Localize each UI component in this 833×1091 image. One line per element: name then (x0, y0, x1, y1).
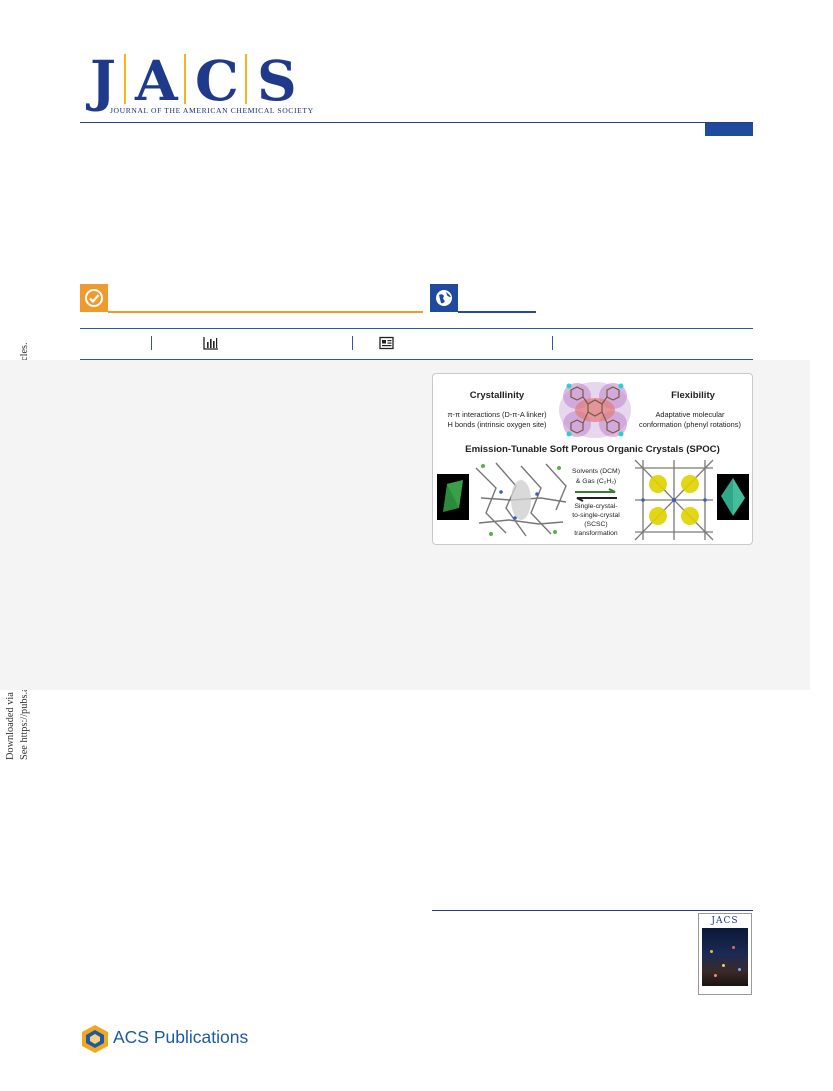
journal-full-name: JOURNAL OF THE AMERICAN CHEMICAL SOCIETY (110, 106, 314, 115)
flexibility-line1: Adaptative molecular (655, 410, 725, 419)
crystal-structure-right-image (634, 459, 714, 541)
metrics-divider (552, 336, 553, 350)
metrics-divider (151, 336, 152, 350)
article-type-tab (705, 123, 753, 136)
metrics-rule-top (80, 328, 753, 329)
toc-graphic[interactable]: Crystallinity π-π interactions (D-π-A li… (432, 373, 753, 545)
logo-divider (245, 54, 247, 104)
journal-logo[interactable]: J A C S JOURNAL OF THE AMERICAN CHEMICAL… (80, 48, 313, 120)
reversible-arrows-icon (575, 488, 617, 502)
cover-rule (432, 910, 753, 911)
cover-art-image (702, 928, 748, 986)
transformation-line4: transformation (574, 530, 618, 537)
flexibility-heading: Flexibility (671, 390, 715, 401)
open-access-badge[interactable] (80, 284, 423, 314)
crystallinity-line2: H bonds (intrinsic oxygen site) (447, 420, 547, 429)
logo-divider (124, 54, 126, 104)
check-circle-icon (80, 284, 108, 312)
logo-letter-c: C (195, 48, 239, 113)
logo-letter-j: J (90, 48, 117, 113)
green-crystal-left-image (437, 474, 469, 520)
metrics-rule-bottom (80, 359, 753, 360)
transformation-line3: (SCSC) (584, 521, 608, 528)
globe-icon (430, 284, 458, 312)
green-crystal-right-image (717, 474, 749, 520)
toc-title: Emission-Tunable Soft Porous Organic Cry… (465, 444, 720, 455)
publisher-name: ACS Publications (113, 1027, 249, 1047)
cover-footer (702, 987, 748, 992)
logo-letter-a: A (135, 48, 178, 113)
crystallinity-line1: π-π interactions (D-π-A linker) (447, 410, 547, 419)
transformation-line2: to-single-crystal (572, 512, 620, 519)
license-underline (458, 311, 536, 313)
open-access-underline (108, 311, 423, 313)
acs-publications-logo[interactable]: ACS Publications (80, 1024, 280, 1054)
molecule-structure-image (559, 382, 631, 438)
logo-divider (184, 54, 186, 104)
acs-hexagon-icon (82, 1025, 108, 1053)
stimulus-line2: & Gas (C₂H₂) (575, 478, 617, 485)
crystal-structure-left-image (475, 462, 567, 537)
journal-cover-thumbnail[interactable]: JACS (698, 913, 752, 995)
crystallinity-heading: Crystallinity (469, 390, 525, 401)
header-rule (80, 122, 753, 123)
bar-chart-icon[interactable] (203, 336, 219, 350)
newspaper-icon[interactable] (379, 336, 395, 350)
transformation-line1: Single-crystal- (574, 503, 618, 510)
logo-letter-s: S (257, 48, 297, 113)
metrics-divider (352, 336, 353, 350)
stimulus-line1: Solvents (DCM) (572, 468, 620, 475)
flexibility-line2: conformation (phenyl rotations) (639, 420, 741, 429)
cover-title: JACS (711, 916, 739, 926)
license-badge[interactable] (430, 284, 536, 314)
